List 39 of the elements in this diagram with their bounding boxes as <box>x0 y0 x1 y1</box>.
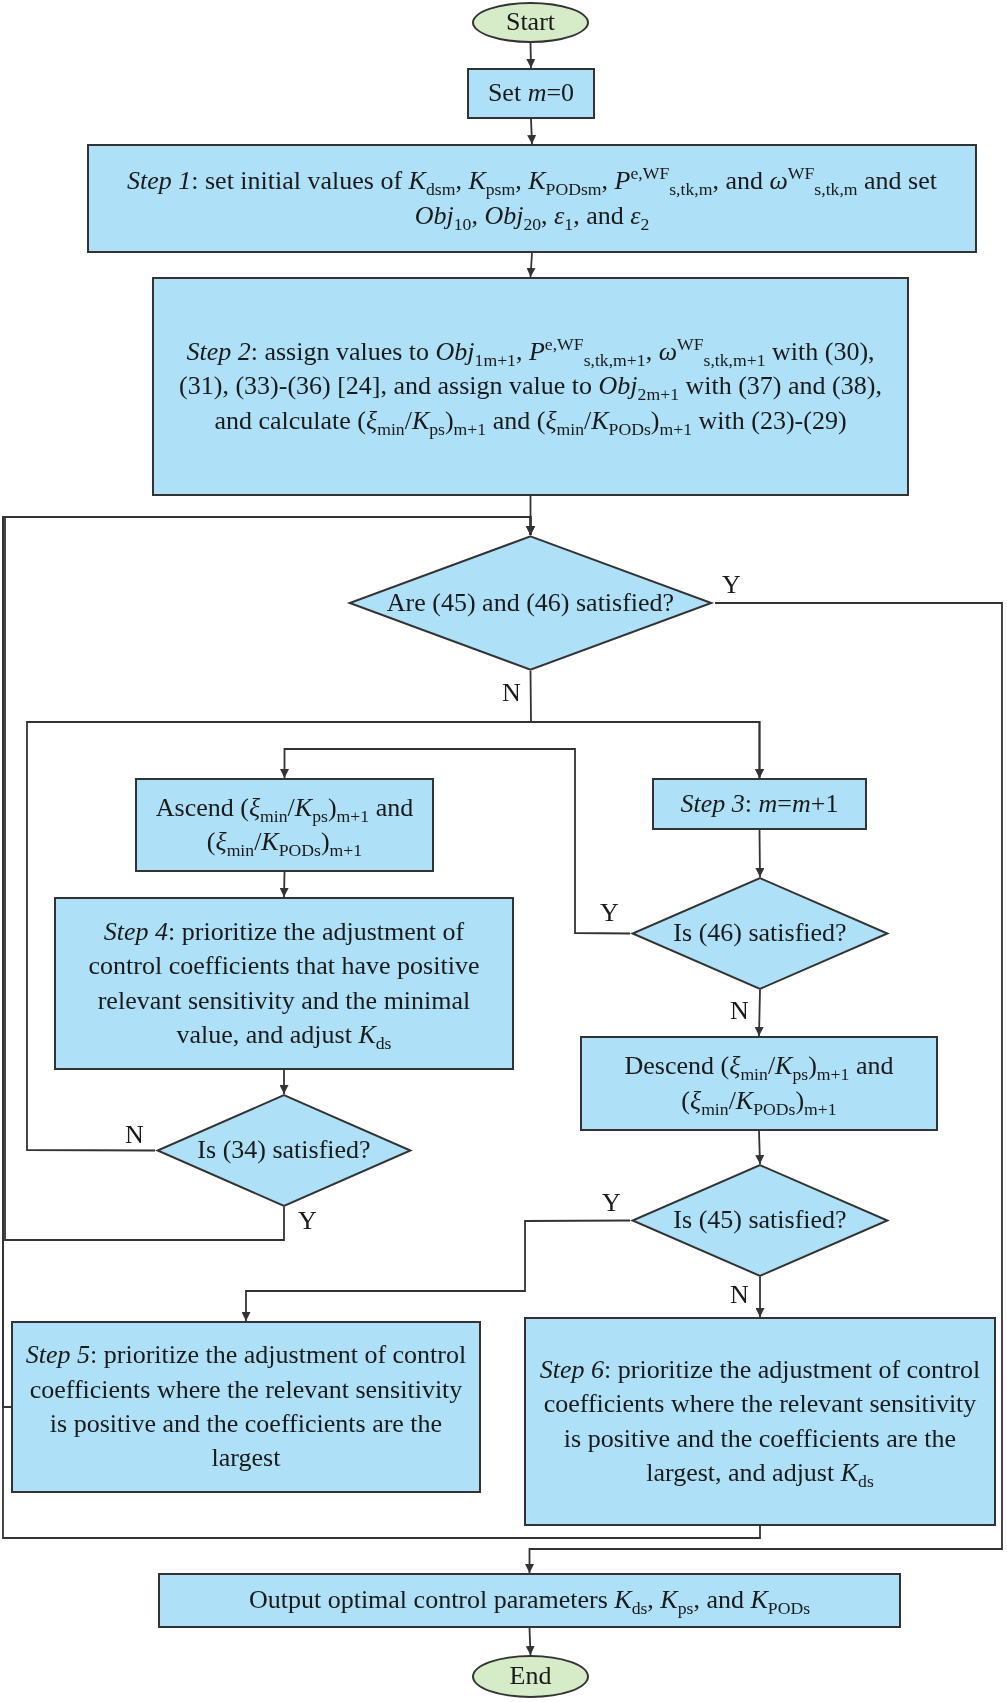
arrow <box>279 871 289 898</box>
arrow <box>754 989 764 1037</box>
arrow <box>526 252 536 278</box>
edge-label: Y <box>600 900 619 926</box>
decision-diamond: Is (34) satisfied? <box>155 1094 413 1207</box>
arrow <box>755 1130 765 1165</box>
edge-label: N <box>502 680 521 706</box>
arrow <box>2 516 761 1539</box>
edge-label: Y <box>722 572 741 598</box>
process-box: Step 4: prioritize the adjustment of control coefficients that have positive relevant sensitivity and the minimal value, and adjust K$_{ds}$ <box>54 897 514 1070</box>
arrow <box>526 42 536 69</box>
terminal-oval: End <box>472 1655 589 1698</box>
process-box: Step 1: set initial values of K$_{dsm}$, K$_{psm}$, K$_{PODsm}$, P$^{e,WF}$$_{s,tk,m}$, and ω$^{WF}$$_{s,tk,m}$ and set Obj$_{10}$, Obj$_{20}$, ε$_{1}$, and ε$_{2}$ <box>87 144 977 253</box>
process-box: Step 3: m=m+1 <box>652 778 867 830</box>
terminal-oval: Start <box>472 2 589 43</box>
edge-label: N <box>730 1282 749 1308</box>
edge-label: N <box>125 1122 144 1148</box>
arrow <box>525 1627 535 1656</box>
process-box: Step 2: assign values to Obj$_{1m+1}$, P$^{e,WF}$$_{s,tk,m+1}$, ω$^{WF}$$_{s,tk,m+1}$ with (30), (31), (33)-(36) [24], and assign value to Obj$_{2m+1}$ with (37) and (38), and calculate (ξ$_{min}$/K$_{ps}$)$_{m+1}$ and (ξ$_{min}$/K$_{PODs}$)$_{m+1}$ with (23)-(29) <box>152 277 909 496</box>
arrow <box>525 602 1003 1574</box>
arrow <box>755 829 765 878</box>
decision-diamond: Is (46) satisfied? <box>630 877 890 990</box>
process-box: Set m=0 <box>467 68 595 119</box>
process-box: Step 5: prioritize the adjustment of control coefficients where the relevant sensitivity is positive and the coefficients are the largest <box>11 1321 481 1493</box>
edge-label: Y <box>298 1208 317 1234</box>
edge-label: Y <box>602 1190 621 1216</box>
arrow <box>280 748 631 935</box>
arrow <box>755 1276 765 1318</box>
arrow <box>26 721 764 1152</box>
edge-label: N <box>730 998 749 1024</box>
arrow <box>279 1069 289 1095</box>
arrow <box>527 118 537 145</box>
process-box: Output optimal control parameters K$_{ds}$, K$_{ps}$, and K$_{PODs}$ <box>158 1573 901 1628</box>
decision-diamond: Is (45) satisfied? <box>630 1164 890 1277</box>
process-box: Step 6: prioritize the adjustment of control coefficients where the relevant sensitivity is positive and the coefficients are the largest, and adjust K$_{ds}$ <box>524 1317 996 1526</box>
process-box: Ascend (ξ$_{min}$/K$_{ps}$)$_{m+1}$ and (ξ$_{min}$/K$_{PODs}$)$_{m+1}$ <box>135 778 434 872</box>
process-box: Descend (ξ$_{min}$/K$_{ps}$)$_{m+1}$ and (ξ$_{min}$/K$_{PODs}$)$_{m+1}$ <box>580 1036 938 1131</box>
arrow <box>241 1219 631 1322</box>
decision-diamond: Are (45) and (46) satisfied? <box>346 535 715 671</box>
